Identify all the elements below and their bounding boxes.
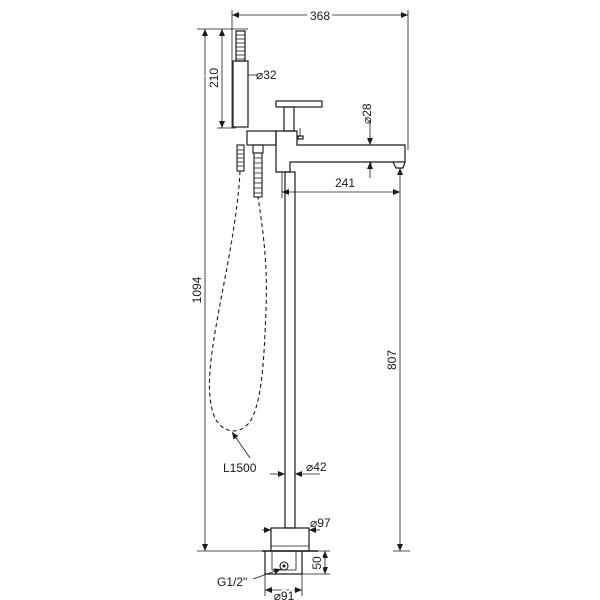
dim-total-height: 1094 [187,28,262,552]
dim-overall-width-label: 368 [310,9,330,23]
dim-base-height: 50 [302,550,330,575]
hand-shower-grip-pattern [236,34,245,60]
shower-hose [208,170,267,432]
dim-hose-length: L1500 [223,431,257,475]
dim-connection-diameter-label: ⌀91 [274,589,295,600]
hose-connector-column [252,144,264,198]
dim-spout-diameter: ⌀28 [360,103,374,178]
dim-hand-shower-diameter-label: ⌀32 [256,68,277,82]
dim-thread-label: G1/2" [217,575,247,589]
dim-base-diameter-label: ⌀97 [310,516,331,530]
dim-thread: G1/2" [217,568,282,589]
dim-spout-height-label: 807 [385,350,399,370]
dim-column-diameter: ⌀42 [270,460,327,477]
dim-spout-reach-label: 241 [335,176,355,190]
dim-spout-diameter-label: ⌀28 [360,103,374,124]
dim-hose-length-label: L1500 [223,461,257,475]
mixer-body [246,100,406,173]
dim-spout-reach: 241 [281,172,400,198]
dim-column-diameter-label: ⌀42 [306,460,327,474]
dim-hand-shower-length-label: 210 [207,68,221,88]
dim-total-height-label: 1094 [190,276,204,303]
hose-connector-shower [236,144,245,172]
floor-connection [264,551,303,575]
column [284,171,296,529]
hand-shower: ⌀32 [232,30,277,128]
dim-hand-shower-length: 210 [204,29,236,129]
dim-base-diameter: ⌀97 [262,516,331,533]
dim-connection-diameter: ⌀91 [264,574,303,600]
dim-overall-width: 368 [231,6,409,150]
base [270,527,310,552]
dim-base-height-label: 50 [310,556,324,570]
dim-spout-height: 807 [382,168,410,552]
